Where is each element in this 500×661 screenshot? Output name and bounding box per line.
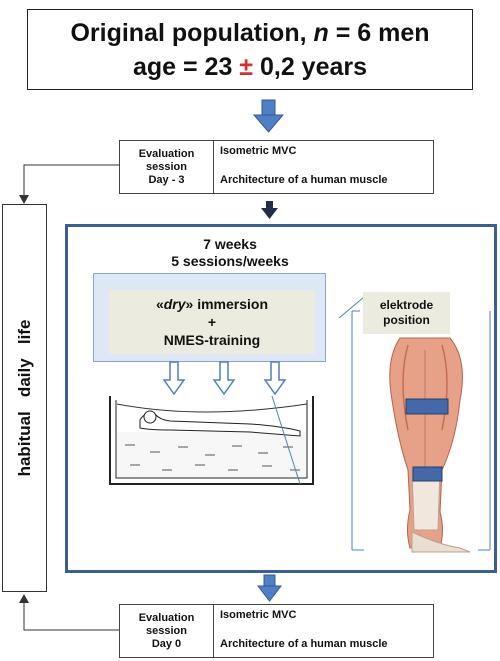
title-population: Original population, n = 6 men (70, 18, 430, 47)
plus-label: + (207, 314, 217, 330)
electrode-bracket (338, 296, 491, 551)
training-program-frame (65, 224, 497, 573)
down-arrow-icon (252, 99, 285, 133)
small-down-arrow-icon (261, 201, 278, 219)
habitual-life-bar: habitual daily life (2, 204, 47, 592)
sessions-label: 5 sessions/weeks (171, 253, 289, 269)
eval-session-after: Evaluation session Day 0 Isometric MVC A… (119, 604, 434, 658)
down-arrow-icon (256, 574, 283, 602)
hollow-arrow-icon (162, 361, 186, 396)
electrode-label-line1: elektrode (379, 298, 434, 312)
eval-label-line: Evaluation (138, 147, 195, 160)
eval-session-label: Evaluation session Day - 3 (120, 141, 214, 193)
electrode-upper (405, 398, 449, 415)
eval-day: Day - 3 (148, 173, 185, 186)
eval-session-before: Evaluation session Day - 3 Isometric MVC… (119, 140, 434, 194)
eval-tests: Isometric MVC Architecture of a human mu… (214, 605, 433, 657)
immersion-label: «dry» immersion (155, 296, 269, 312)
immersion-bath-icon (109, 395, 314, 485)
eval-tests: Isometric MVC Architecture of a human mu… (214, 141, 433, 193)
program-duration: 7 weeks 5 sessions/weeks (150, 236, 310, 270)
hollow-arrow-icon (212, 361, 236, 396)
return-line (23, 600, 120, 631)
immersion-label-box: «dry» immersion + NMES-training (109, 290, 315, 354)
test-architecture: Architecture of a human muscle (220, 174, 388, 186)
eval-label-line: Evaluation (138, 611, 195, 624)
eval-day: Day 0 (151, 637, 182, 650)
electrode-label-line2: position (383, 313, 430, 327)
arrowhead-icon (19, 594, 29, 603)
title-box: Original population, n = 6 men age = 23 … (27, 9, 473, 90)
nmes-label: NMES-training (163, 332, 261, 348)
electrode-position-label: elektrode position (363, 292, 450, 334)
eval-session-label: Evaluation session Day 0 (120, 605, 214, 657)
hollow-arrow-icon (263, 361, 287, 396)
weeks-label: 7 weeks (203, 236, 257, 252)
test-mvc: Isometric MVC (220, 145, 297, 157)
test-architecture: Architecture of a human muscle (220, 638, 388, 650)
calf-muscle-illustration (389, 337, 471, 553)
title-age: age = 23 ± 0,2 years (132, 52, 368, 81)
test-mvc: Isometric MVC (220, 609, 297, 621)
feedback-line (23, 164, 120, 198)
eval-label-line: session (146, 160, 187, 173)
arrowhead-icon (19, 195, 29, 204)
electrode-lower (412, 466, 443, 482)
eval-label-line: session (146, 624, 187, 637)
